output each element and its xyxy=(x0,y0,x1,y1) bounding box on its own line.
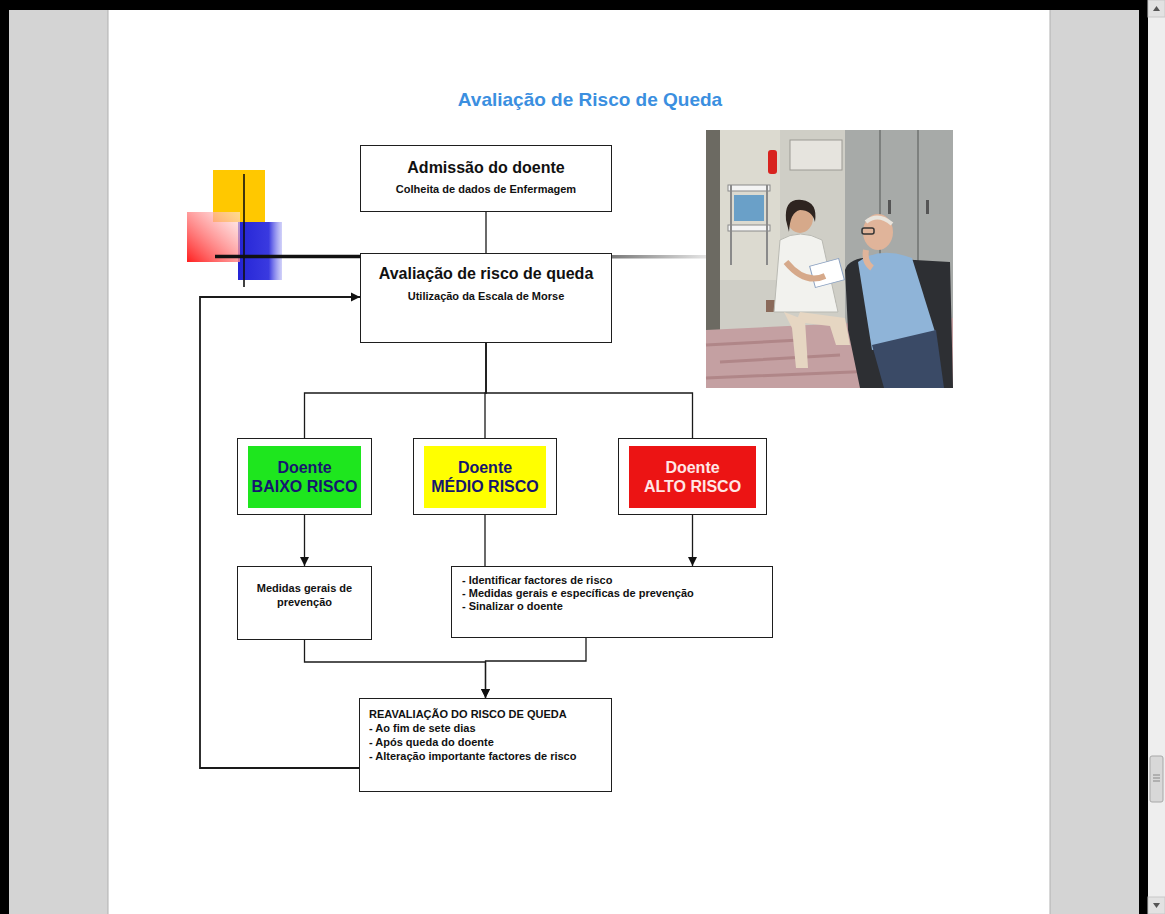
cabinet-handle xyxy=(926,200,929,214)
box-text: Utilização da Escala de Morse xyxy=(367,289,605,303)
patient-head xyxy=(863,214,893,250)
scroll-arrow xyxy=(1153,6,1160,11)
patient-trousers xyxy=(872,330,944,388)
clipboard xyxy=(810,258,845,287)
flow-connector xyxy=(200,293,360,769)
thumb-grip xyxy=(1153,781,1160,782)
door-frame xyxy=(706,130,720,330)
scroll-thumb xyxy=(1150,756,1163,802)
ornament-line xyxy=(243,174,245,287)
flow-connector xyxy=(486,212,487,253)
flow-connector xyxy=(305,640,491,698)
process-box: Medidas gerais de prevenção xyxy=(237,566,372,640)
box-heading: - Identificar factores de risco xyxy=(462,574,762,587)
nurse-arm xyxy=(786,262,825,279)
box-text: - Medidas gerais e específicas de preven… xyxy=(462,587,762,600)
scroll-button xyxy=(1148,0,1165,17)
risk-color-fill: Doente BAIXO RISCO xyxy=(248,446,361,508)
risk-color-fill: Doente ALTO RISCO xyxy=(629,446,756,508)
photo-wall xyxy=(706,130,953,388)
risk-level-box: Doente ALTO RISCO xyxy=(618,438,767,515)
risk-label: Doente ALTO RISCO xyxy=(643,458,742,496)
flow-connector xyxy=(486,343,693,438)
connector-line xyxy=(305,343,487,438)
connector-line xyxy=(200,297,360,768)
box-heading: Avaliação de risco de queda xyxy=(367,264,605,284)
process-box: Avaliação de risco de quedaUtilização da… xyxy=(360,253,612,343)
arrow-head xyxy=(300,557,309,566)
window-frame xyxy=(0,0,1165,10)
connector-line xyxy=(305,640,486,698)
connector-line xyxy=(484,515,485,566)
fire-extinguisher xyxy=(768,150,777,174)
thumb-grip xyxy=(1153,778,1160,779)
trolley-leg xyxy=(730,185,732,265)
process-box: REAVALIAÇÃO DO RISCO DE QUEDA- Ao fim de… xyxy=(359,698,612,792)
box-heading: Medidas gerais de prevenção xyxy=(244,581,365,609)
scrollbar-track xyxy=(1148,0,1165,914)
trolley-item xyxy=(734,195,764,221)
window-frame xyxy=(0,0,9,914)
connector-line xyxy=(485,212,486,253)
process-box: Admissão do doenteColheita de dados de E… xyxy=(360,145,612,212)
diagram-title: Avaliação de Risco de Queda xyxy=(340,88,840,112)
page-edge xyxy=(108,10,109,914)
patient-hair xyxy=(866,217,892,224)
box-heading: Admissão do doente xyxy=(367,158,605,178)
risk-level-box: Doente BAIXO RISCO xyxy=(237,438,372,515)
thumb-grip xyxy=(1153,775,1160,776)
ornament-line xyxy=(215,255,360,259)
flow-connector xyxy=(485,515,486,566)
risk-level-box: Doente MÉDIO RISCO xyxy=(413,438,557,515)
box-text: - Após queda do doente xyxy=(369,736,602,749)
scroll-button xyxy=(1148,897,1165,914)
arrow-head xyxy=(481,689,490,698)
ornament-line xyxy=(612,255,707,259)
wall-notice xyxy=(790,140,842,170)
box-text: - Alteração importante factores de risco xyxy=(369,750,602,763)
cabinet-handle xyxy=(888,200,891,214)
window-frame xyxy=(1139,0,1148,914)
flow-connector xyxy=(305,343,487,438)
arrow-head xyxy=(481,689,490,698)
ornament-square xyxy=(187,212,240,262)
doorway xyxy=(720,130,780,280)
flow-connector xyxy=(300,515,309,566)
process-box: - Identificar factores de risco- Medidas… xyxy=(451,566,773,638)
connector-line xyxy=(486,638,587,698)
page-sheet xyxy=(108,10,1050,914)
box-text: - Sinalizar o doente xyxy=(462,600,762,613)
trolley-leg xyxy=(766,185,768,265)
risk-color-fill: Doente MÉDIO RISCO xyxy=(424,446,546,508)
nurse-hair xyxy=(786,200,816,232)
patient-glasses xyxy=(862,228,874,234)
risk-label: Doente MÉDIO RISCO xyxy=(431,458,540,496)
scroll-arrow xyxy=(1153,903,1160,908)
box-heading: REAVALIAÇÃO DO RISCO DE QUEDA xyxy=(369,708,602,721)
box-text: - Ao fim de sete dias xyxy=(369,722,602,735)
arrow-head xyxy=(688,557,697,566)
page-edge xyxy=(1050,10,1051,914)
photo-illustration xyxy=(706,130,953,388)
patient-hand xyxy=(866,250,872,268)
arrow-head xyxy=(351,293,360,302)
nurse-legs xyxy=(784,312,808,368)
flow-connector xyxy=(481,638,586,698)
connector-line xyxy=(486,343,693,438)
risk-label: Doente BAIXO RISCO xyxy=(251,458,358,496)
trolley xyxy=(728,225,770,231)
trolley xyxy=(728,185,770,191)
box-text: Colheita de dados de Enfermagem xyxy=(367,182,605,196)
flow-connector xyxy=(688,515,697,566)
